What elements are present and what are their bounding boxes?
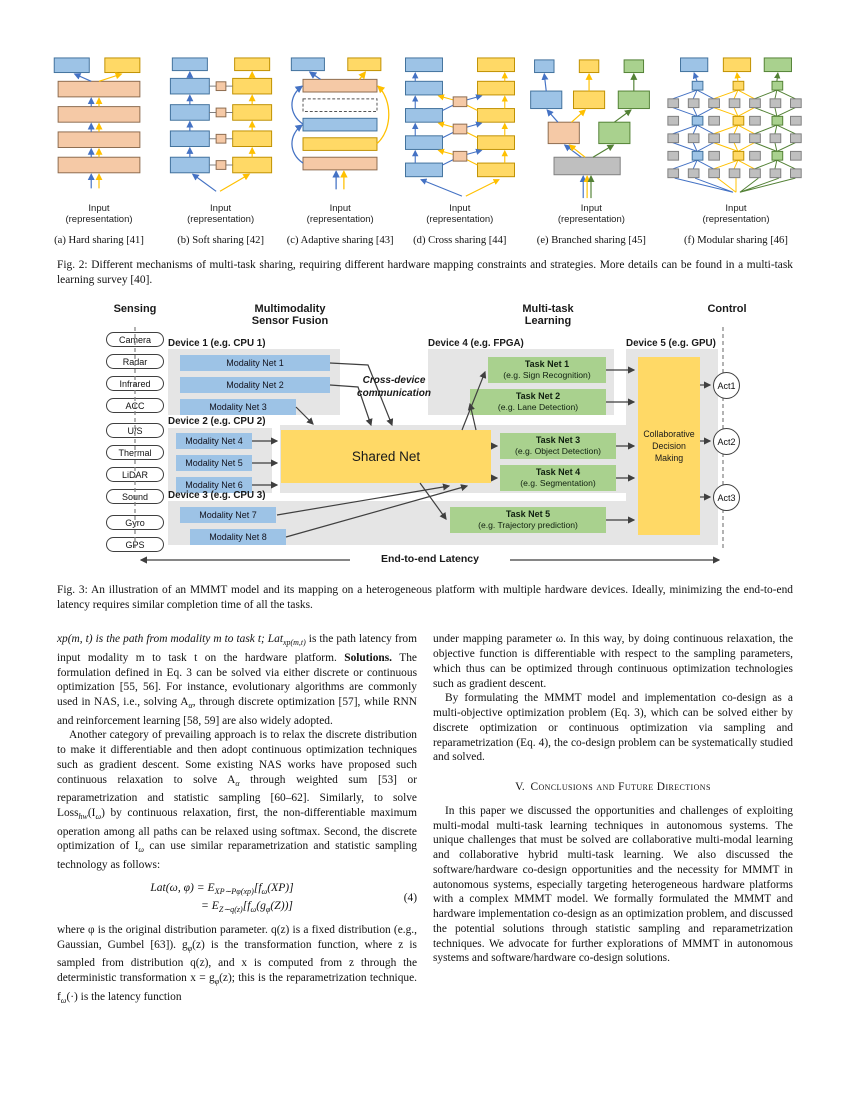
sensor-thermal: Thermal [106,445,164,461]
sensor-gyro: Gyro [106,515,164,531]
paragraph: Another category of prevailing approach … [57,729,417,871]
task-net-4: Task Net 4(e.g. Segmentation) [500,465,616,492]
sensor-infrared: Infrared [106,376,164,392]
task-net-3: Task Net 3(e.g. Object Detection) [500,433,616,460]
control-header: Control [707,303,747,316]
hard-sharing-diagram [53,57,141,189]
modality-net-7: Modality Net 7 [180,507,276,524]
sensor-lidar: LiDAR [106,467,164,483]
subcaption-c: (c) Adaptive sharing [43] [286,235,394,246]
collaborative-decision-making-box: Collaborative Decision Making [638,357,700,536]
modality-net-6: Modality Net 6 [176,477,252,494]
modality-net-4: Modality Net 4 [176,433,252,450]
device-3-label: Device 3 (e.g. CPU 3) [168,490,266,502]
equation-number: (4) [403,891,417,904]
modular-sharing-diagram [667,57,802,193]
actuator-2: Act2 [713,428,740,456]
device-4-label: Device 4 (e.g. FPGA) [428,338,524,350]
fig2-panel-soft-sharing: Input(representation) (b) Soft sharing [… [160,56,282,246]
subcaption-b: (b) Soft sharing [42] [177,235,264,246]
figure-3-caption: Fig. 3: An illustration of an MMMT model… [57,584,793,611]
actuator-3: Act3 [713,484,740,512]
sensor-sound: Sound [106,489,164,505]
latency-label: End-to-end Latency [380,553,479,566]
figure-2: Input(representation) (a) Hard sharing [… [40,56,810,246]
paragraph: under mapping parameter ω. In this way, … [433,633,793,690]
fig2-panel-hard-sharing: Input(representation) (a) Hard sharing [… [40,56,158,246]
cross-sharing-diagram [404,57,515,197]
task-net-5: Task Net 5(e.g. Trajectory prediction) [450,507,606,534]
input-label: Input(representation) [187,203,255,225]
input-label: Input(representation) [426,203,494,225]
subcaption-d: (d) Cross sharing [44] [413,235,507,246]
sensor-acc: ACC [106,398,164,414]
actuator-1: Act1 [713,372,740,400]
sensor-gps: GPS [106,537,164,553]
paragraph: By formulating the MMMT model and implem… [433,692,793,764]
subcaption-f: (f) Modular sharing [46] [684,235,788,246]
equation-4: Lat(ω, φ) = EXP∼Pφ(xp)[fω(XP)] = EZ∼q(z)… [150,880,417,915]
branched-sharing-diagram [530,59,651,199]
modality-net-3: Modality Net 3 [180,399,296,416]
adaptive-sharing-diagram [291,57,390,190]
fig2-panel-cross-sharing: Input(representation) (d) Cross sharing … [399,56,521,246]
right-column: under mapping parameter ω. In this way, … [433,632,793,1008]
paragraph: where φ is the original distribution par… [57,924,417,1005]
subcaption-e: (e) Branched sharing [45] [536,235,646,246]
input-label: Input(representation) [557,203,625,225]
modality-net-1: Modality Net 1 [180,355,330,372]
input-label: Input(representation) [306,203,374,225]
sensor-camera: Camera [106,332,164,348]
task-net-2: Task Net 2(e.g. Lane Detection) [470,389,606,416]
paragraph: xp(m, t) is the path from modality m to … [57,633,418,727]
modality-net-5: Modality Net 5 [176,455,252,472]
fig2-panel-modular-sharing: Input(representation) (f) Modular sharin… [662,56,810,246]
soft-sharing-diagram [169,57,272,192]
device-1-label: Device 1 (e.g. CPU 1) [168,338,266,350]
modality-net-8: Modality Net 8 [190,529,286,546]
sensor-radar: Radar [106,354,164,370]
sensing-header: Sensing [113,303,157,316]
modality-net-2: Modality Net 2 [180,377,330,394]
body-columns: xp(m, t) is the path from modality m to … [0,632,850,1008]
device-2-label: Device 2 (e.g. CPU 2) [168,416,266,428]
input-label: Input(representation) [65,203,133,225]
paragraph: In this paper we discussed the opportuni… [433,804,793,965]
task-net-1: Task Net 1(e.g. Sign Recognition) [488,357,606,384]
subcaption-a: (a) Hard sharing [41] [54,235,144,246]
fig2-panel-adaptive-sharing: Input(representation) (c) Adaptive shari… [283,56,397,246]
section-heading-conclusions: V. Conclusions and Future Directions [515,781,711,794]
device-5-label: Device 5 (e.g. GPU) [626,338,716,350]
figure-2-caption: Fig. 2: Different mechanisms of multi-ta… [57,259,793,286]
fig2-panel-branched-sharing: Input(representation) (e) Branched shari… [522,56,660,246]
left-column: xp(m, t) is the path from modality m to … [57,632,417,1008]
shared-net-box: Shared Net [281,430,491,484]
input-label: Input(representation) [702,203,770,225]
sensor-us: U/S [106,423,164,439]
